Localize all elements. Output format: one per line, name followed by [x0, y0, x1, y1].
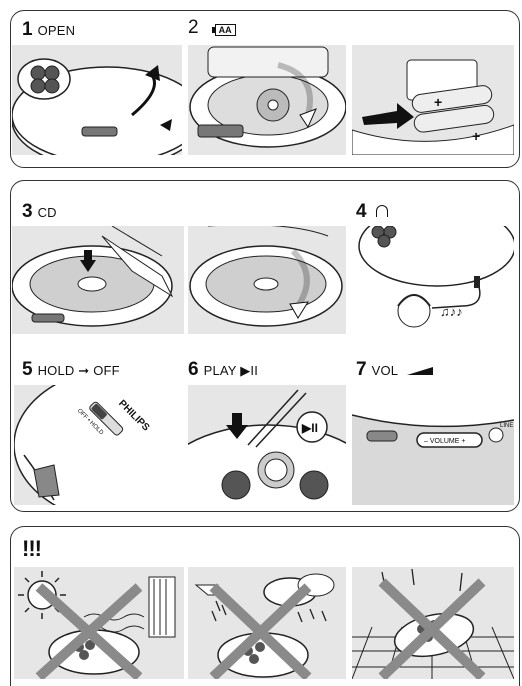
step-number: 7 [356, 362, 367, 378]
illustration-insert-batteries: + + [352, 45, 514, 155]
illustration-hold-switch: PHILIPS OFF • HOLD [14, 385, 182, 505]
step-3-cd: 3 CD [22, 204, 57, 221]
step-label: VOL [372, 363, 399, 379]
illustration-play-button: ▶II [188, 385, 346, 505]
svg-text:+: + [434, 94, 442, 110]
illustration-battery-compartment [188, 45, 346, 155]
step-number: 4 [356, 204, 367, 220]
illustration-open-lid [12, 45, 182, 155]
step-6-play: 6 PLAY ▶II [188, 362, 258, 379]
step-1-open: 1 OPEN [22, 22, 75, 39]
play-pause-label: ▶II [301, 421, 318, 435]
step-2-battery: 2 AA [188, 20, 236, 36]
step-number: 6 [188, 362, 199, 378]
illustration-volume-control: – VOLUME + LINE [352, 385, 514, 505]
step-number: 5 [22, 362, 33, 378]
svg-text:+: + [472, 128, 480, 144]
headphone-icon [376, 205, 388, 217]
line-jack-label: LINE [500, 423, 513, 429]
illustration-insert-cd [12, 226, 184, 334]
illustration-connect-headphones: ♫♪♪ [352, 226, 514, 334]
warning-title: !!! [22, 536, 41, 562]
aa-battery-icon: AA [212, 24, 236, 36]
svg-text:♫♪♪: ♫♪♪ [440, 304, 463, 319]
step-5-hold-off: 5 HOLD ➞ OFF [22, 362, 120, 379]
step-label: PLAY ▶II [204, 363, 258, 379]
step-number: 1 [22, 22, 33, 38]
illustration-no-water [188, 567, 346, 679]
volume-slider-label: – VOLUME + [424, 438, 465, 445]
step-label: CD [38, 205, 57, 221]
step-label: HOLD ➞ OFF [38, 363, 120, 379]
step-number: 2 [188, 20, 199, 36]
step-7-volume: 7 VOL [356, 362, 433, 379]
illustration-no-drop [352, 567, 514, 679]
step-4-headphones: 4 [356, 204, 388, 220]
volume-wedge-icon [407, 367, 433, 375]
step-number: 3 [22, 204, 33, 220]
illustration-close-lid [188, 226, 346, 334]
step-label: OPEN [38, 23, 76, 39]
illustration-no-heat [14, 567, 184, 679]
